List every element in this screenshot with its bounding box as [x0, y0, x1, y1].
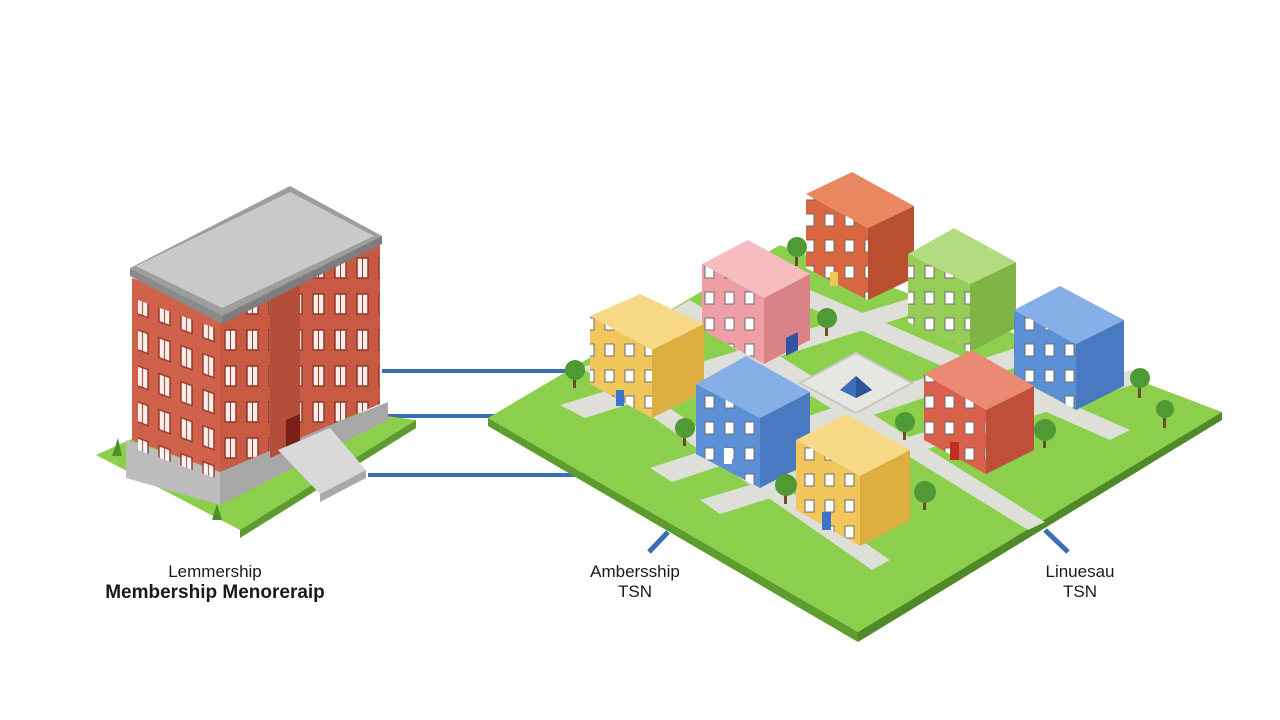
blue-building-right	[1014, 286, 1124, 410]
label-middle: Ambersship TSN	[560, 562, 710, 601]
label-right-line2: TSN	[1063, 581, 1097, 601]
trees	[565, 237, 1174, 510]
main-building-entrance	[286, 414, 300, 450]
yellow-building-front	[796, 414, 910, 546]
label-right-line1: Linuesau	[1045, 562, 1115, 581]
blue-building-center	[696, 356, 810, 488]
orange-building	[806, 172, 914, 300]
tree-icon	[895, 412, 915, 440]
tree-icon	[775, 474, 797, 504]
tree-icon	[1130, 368, 1150, 398]
label-left-line2: Membership Menorerаip	[105, 581, 325, 603]
yellow-building-left	[590, 294, 704, 418]
label-middle-line1: Ambersship	[590, 562, 680, 581]
tree-icon	[787, 237, 807, 266]
tree-icon	[675, 418, 695, 446]
tree-icon	[817, 308, 837, 336]
tree-icon	[565, 360, 585, 388]
pink-building	[702, 240, 810, 364]
connector-stub-left	[647, 530, 670, 554]
tree-icon	[1034, 419, 1056, 448]
label-left: Lemmership Membership Menorerаip	[70, 562, 360, 603]
connector-stub-right	[1043, 528, 1070, 554]
label-left-line1: Lemmership	[168, 562, 262, 581]
label-right: Linuesau TSN	[1010, 562, 1150, 601]
tree-icon	[1156, 400, 1174, 428]
red-building	[924, 350, 1034, 474]
green-building	[908, 228, 1016, 352]
label-middle-line2: TSN	[618, 581, 652, 601]
main-building	[96, 186, 416, 538]
tree-icon	[914, 481, 936, 510]
